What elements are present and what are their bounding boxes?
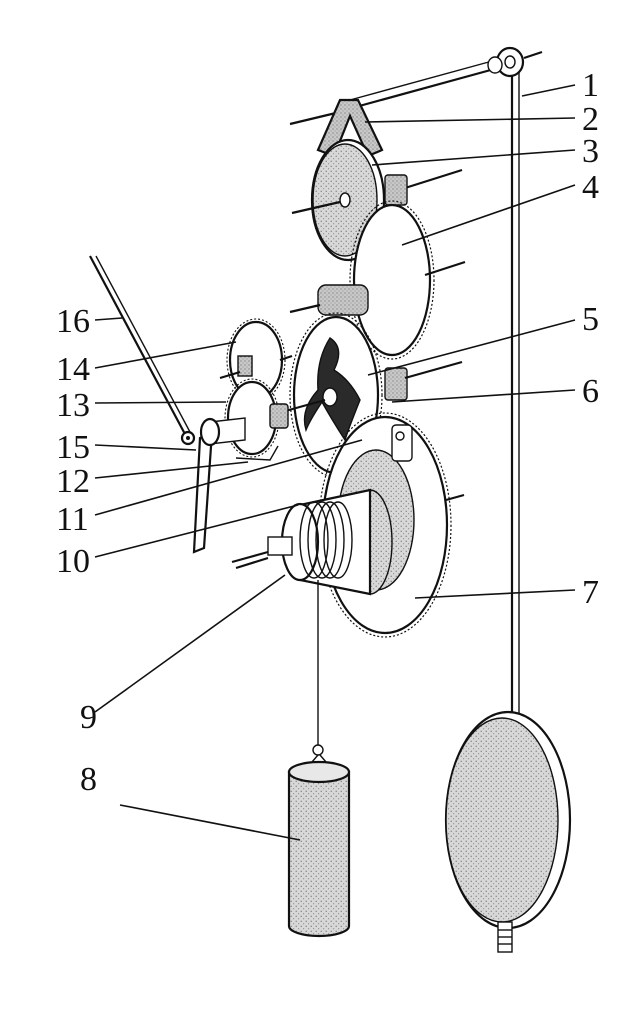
part-label-4: 4 [582, 169, 599, 206]
pendulum-bob-icon [444, 710, 572, 953]
drive-weight-icon [287, 754, 351, 938]
part-label-14: 14 [56, 351, 90, 388]
part-label-1: 1 [582, 67, 599, 104]
gear-4 [289, 200, 466, 360]
escape-wheel-icon [291, 138, 463, 262]
part-label-2: 2 [582, 101, 599, 138]
leader-lines [94, 84, 576, 841]
part-label-10: 10 [56, 543, 90, 580]
part-label-15: 15 [56, 429, 90, 466]
part-label-6: 6 [582, 373, 599, 410]
drum [231, 488, 393, 756]
anchor-assembly [289, 56, 503, 158]
pendulum [444, 46, 572, 953]
part-label-9: 9 [80, 699, 97, 736]
part-label-5: 5 [582, 301, 599, 338]
part-label-3: 3 [582, 133, 599, 170]
part-label-8: 8 [80, 761, 97, 798]
part-label-12: 12 [56, 463, 90, 500]
crank-handle-icon [89, 255, 221, 554]
part-label-7: 7 [582, 574, 599, 611]
part-label-16: 16 [56, 303, 90, 340]
part-labels: 1 2 3 4 5 6 7 8 9 10 11 12 15 13 14 16 [56, 67, 599, 798]
part-label-11: 11 [56, 501, 89, 538]
part-label-13: 13 [56, 387, 90, 424]
winding-gear-13 [209, 378, 289, 461]
